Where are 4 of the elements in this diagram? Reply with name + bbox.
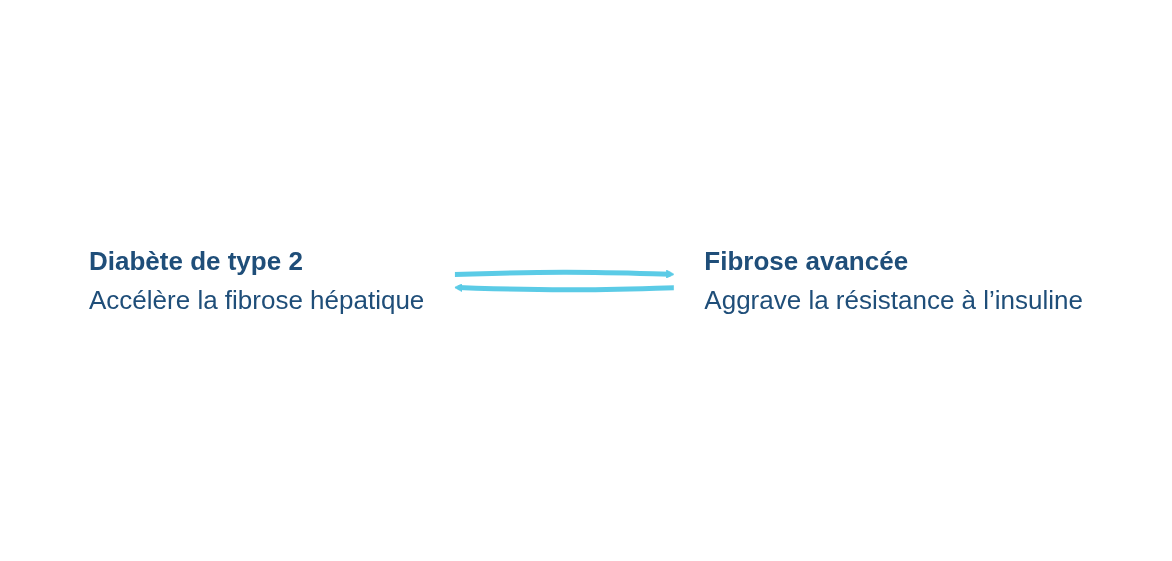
node-text: Diabète de type 2 Accélère la fibrose hépatique: [89, 245, 425, 315]
arrow: [453, 282, 675, 292]
node-text: Fibrose avancée Aggrave la résistance à l’insuline: [704, 245, 1083, 315]
arrow: [454, 269, 675, 278]
